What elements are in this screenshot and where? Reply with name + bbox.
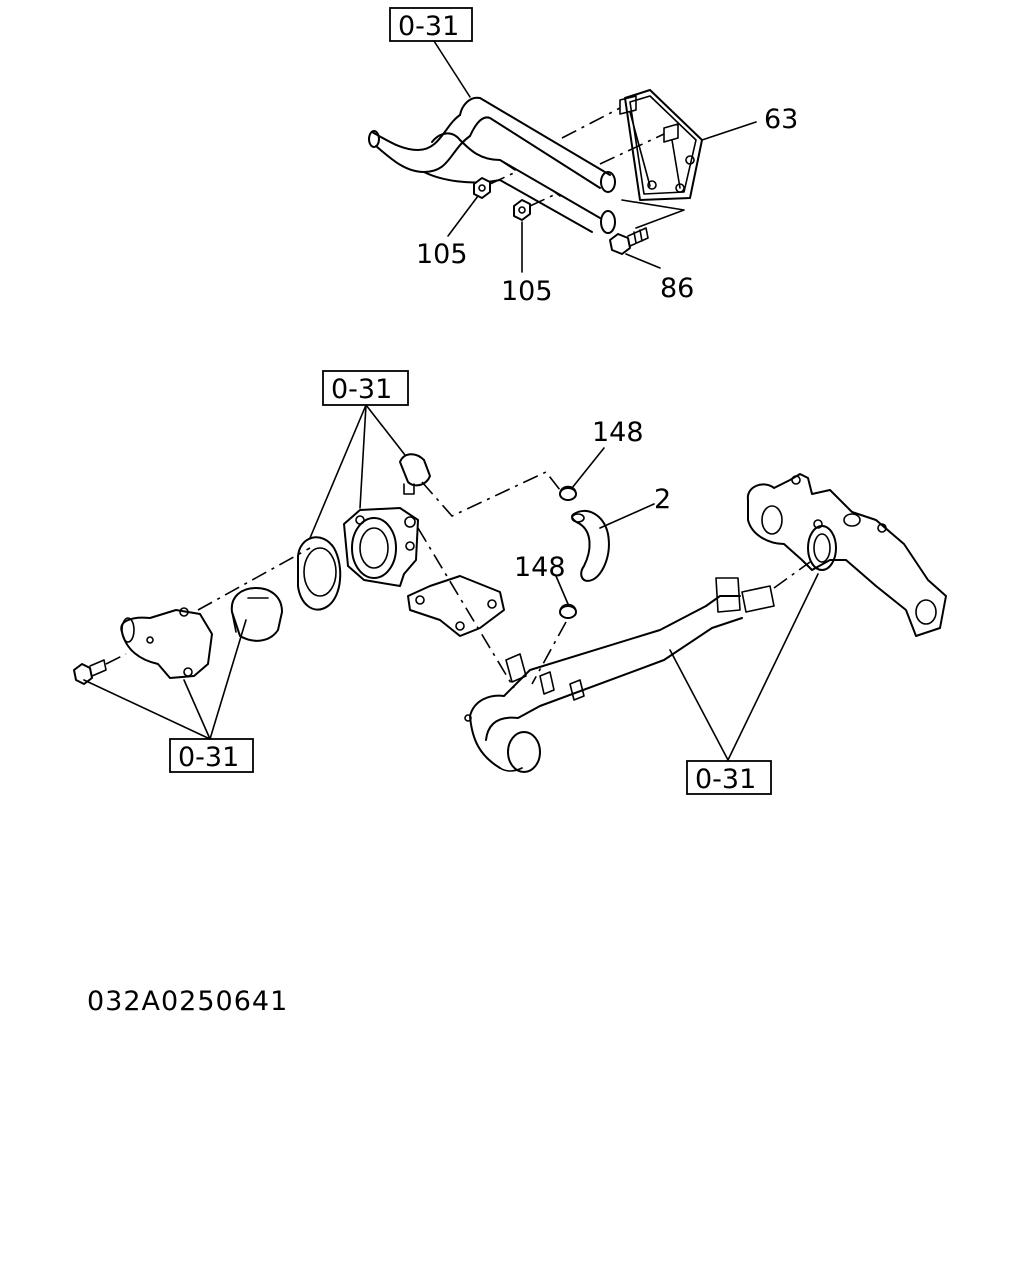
ref-box-middle[interactable]: 0-31 bbox=[322, 370, 409, 406]
ref-label-left-bottom: 0-31 bbox=[178, 742, 239, 773]
thermostat bbox=[230, 587, 283, 642]
ref-label-top: 0-31 bbox=[398, 11, 459, 42]
pipe-assembly bbox=[368, 96, 616, 234]
plate-studs bbox=[619, 95, 679, 143]
nut-105a-icon[interactable] bbox=[473, 177, 491, 199]
elbow-fitting bbox=[399, 453, 431, 495]
manifold bbox=[746, 473, 947, 637]
gasket bbox=[297, 536, 342, 611]
water-pipe bbox=[417, 527, 775, 773]
plate-63 bbox=[624, 89, 703, 201]
document-id: 032A0250641 bbox=[87, 986, 289, 1017]
ref-box-left-bottom[interactable]: 0-31 bbox=[169, 738, 254, 773]
mount-bracket bbox=[407, 575, 505, 637]
callout-148b[interactable]: 148 bbox=[514, 552, 566, 583]
callout-105b[interactable]: 105 bbox=[501, 276, 553, 307]
ref-box-top[interactable]: 0-31 bbox=[389, 7, 473, 42]
bolt-left-icon bbox=[73, 659, 107, 685]
outlet-housing bbox=[343, 507, 419, 587]
hose-2 bbox=[571, 509, 610, 582]
clamp-148b-icon[interactable] bbox=[559, 603, 577, 619]
thermostat-housing bbox=[120, 607, 213, 679]
ref-box-right-bottom[interactable]: 0-31 bbox=[686, 760, 772, 795]
callout-148a[interactable]: 148 bbox=[592, 417, 644, 448]
callout-2[interactable]: 2 bbox=[654, 484, 671, 515]
ref-label-middle: 0-31 bbox=[331, 374, 392, 405]
clamp-148a-icon[interactable] bbox=[559, 485, 577, 501]
ref-label-right-bottom: 0-31 bbox=[695, 764, 756, 795]
callout-86[interactable]: 86 bbox=[660, 273, 694, 304]
top-assembly: 0-31 bbox=[368, 7, 798, 307]
nut-105b-icon[interactable] bbox=[513, 199, 531, 221]
bolt-86-icon[interactable] bbox=[609, 227, 649, 255]
callout-105a[interactable]: 105 bbox=[416, 239, 468, 270]
callout-63[interactable]: 63 bbox=[764, 104, 798, 135]
bottom-assembly: 0-31 bbox=[73, 370, 947, 795]
